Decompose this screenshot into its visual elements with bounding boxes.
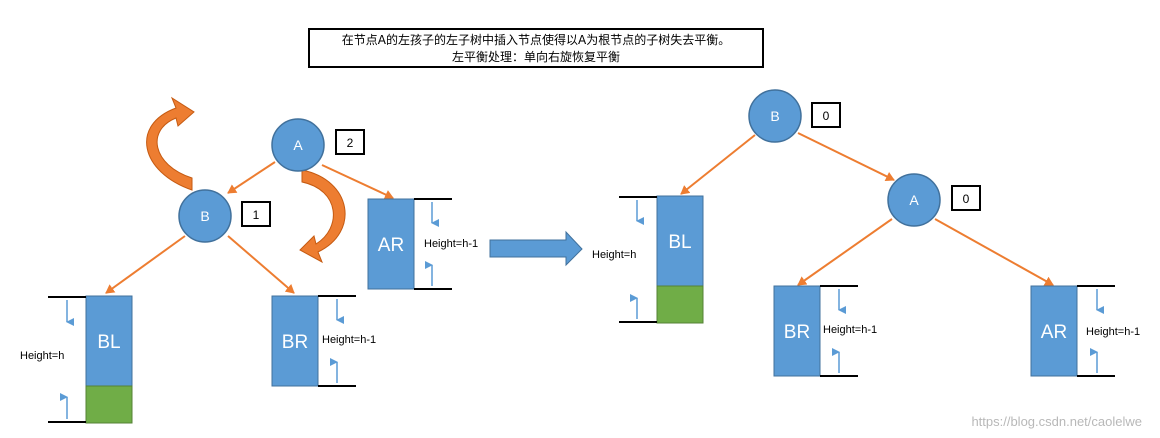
rotation-arrow-lower-icon [299,169,346,264]
balance-a-after: 0 [963,192,970,206]
balance-box-a [335,129,365,155]
edge-a-ar [321,164,394,200]
node-b-after-label: B [770,108,779,124]
subtree-br-after-label: BR [784,322,810,343]
inserted-block-after [656,285,704,324]
height-ar-after-label: Height=h-1 [1086,326,1140,338]
subtree-bl-after-label: BL [668,232,691,253]
title-box: 在节点A的左孩子的左子树中插入节点使得以A为根节点的子树失去平衡。 左平衡处理：… [308,28,764,68]
height-ar-label: Height=h-1 [424,238,478,250]
edge-b-br [227,235,295,294]
node-b-after [748,89,802,143]
inserted-block [85,385,133,424]
subtree-bl-after [656,195,704,287]
balance-box-b [241,201,271,227]
edge-a-b [227,161,276,194]
balance-a: 2 [347,136,354,150]
edge-b-bl-after [680,134,756,195]
node-a [271,118,325,172]
edge-b-a-after [797,132,895,181]
node-b-label: B [200,208,209,224]
node-b [178,189,232,243]
subtree-br [271,295,319,387]
balance-box-a-after [951,185,981,211]
rotation-arrow-upper-icon [146,96,195,191]
edge-a-br-after [797,218,893,286]
subtree-bl [85,295,133,387]
node-a-after-label: A [909,192,919,208]
subtree-ar-label: AR [378,235,404,256]
height-bl-after-label: Height=h [592,249,636,261]
transform-arrow-icon [489,230,583,267]
title-line-1: 在节点A的左孩子的左子树中插入节点使得以A为根节点的子树失去平衡。 [341,33,731,47]
title-line-2: 左平衡处理：单向右旋恢复平衡 [451,50,620,64]
subtree-br-label: BR [282,332,308,353]
subtree-ar-after-label: AR [1041,322,1067,343]
node-a-label: A [293,137,303,153]
subtree-bl-label: BL [97,332,120,353]
subtree-ar [367,198,415,290]
balance-b-after: 0 [823,109,830,123]
height-bl-label: Height=h [20,350,64,362]
edge-a-ar-after [934,218,1054,286]
subtree-br-after [773,285,821,377]
balance-box-b-after [811,102,841,128]
edge-b-bl [105,235,186,294]
node-a-after [887,173,941,227]
height-br-label: Height=h-1 [322,334,376,346]
watermark: https://blog.csdn.net/caolelwe [971,414,1142,429]
subtree-ar-after [1030,285,1078,377]
balance-b: 1 [253,208,260,222]
height-br-after-label: Height=h-1 [823,324,877,336]
